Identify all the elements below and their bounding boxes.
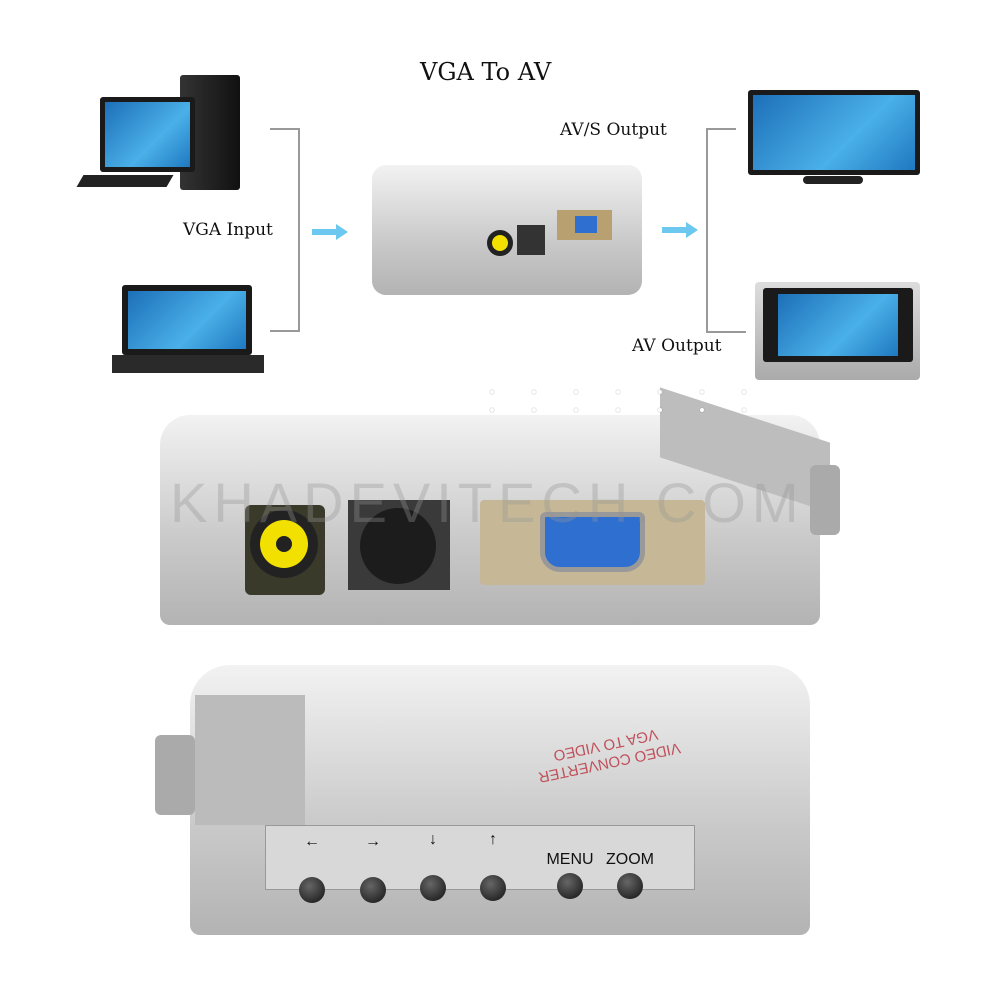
- converter-ports-view: KHADEVITECH.COM: [160, 375, 840, 630]
- watermark: KHADEVITECH.COM: [170, 471, 805, 534]
- up-arrow-label: ↑: [489, 831, 497, 848]
- output-bracket-line: [706, 331, 746, 333]
- menu-label: MENU: [546, 851, 594, 868]
- down-arrow-label: ↓: [429, 831, 437, 848]
- menu-button[interactable]: [557, 873, 583, 899]
- av-output-label: AV Output: [632, 336, 722, 356]
- down-button[interactable]: [420, 875, 446, 901]
- s-video-port: [348, 500, 450, 590]
- av-s-output-label: AV/S Output: [560, 120, 667, 140]
- arrow-right-icon: [312, 224, 348, 240]
- vga-port: [480, 500, 705, 585]
- vent-holes: [490, 390, 762, 412]
- converter-small-image: [372, 165, 642, 295]
- zoom-button[interactable]: [617, 873, 643, 899]
- zoom-label: ZOOM: [606, 851, 654, 868]
- flat-tv-image: [748, 90, 920, 188]
- arrow-right-icon: [662, 222, 698, 238]
- left-button[interactable]: [299, 877, 325, 903]
- left-arrow-label: ←: [304, 833, 320, 850]
- converter-buttons-view: VIDEO CONVERTER VGA TO VIDEO ← → ↓ ↑ MEN…: [155, 655, 820, 945]
- rca-port: [245, 505, 325, 595]
- up-button[interactable]: [480, 875, 506, 901]
- right-button[interactable]: [360, 877, 386, 903]
- vga-input-label: VGA Input: [183, 220, 273, 240]
- laptop-image: [112, 285, 264, 375]
- diagram-title: VGA To AV: [420, 58, 552, 86]
- input-bracket-line: [298, 128, 300, 330]
- crt-tv-image: [755, 282, 920, 380]
- output-bracket-line: [706, 128, 736, 130]
- output-bracket-line: [706, 128, 708, 333]
- input-bracket-line: [270, 128, 300, 130]
- desktop-computer-image: [76, 75, 260, 200]
- input-bracket-line: [270, 330, 300, 332]
- right-arrow-label: →: [365, 833, 381, 850]
